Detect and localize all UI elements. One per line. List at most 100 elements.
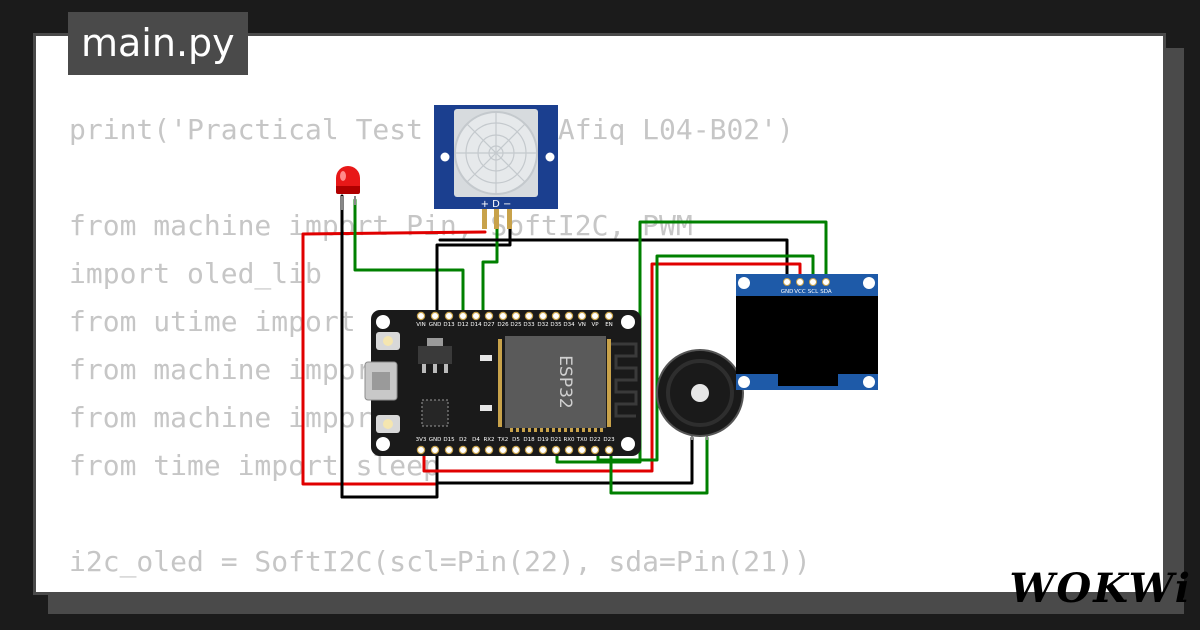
oled-mount-hole xyxy=(738,376,750,388)
esp32-module xyxy=(505,336,606,428)
esp32-pin-label: D5 xyxy=(512,437,520,443)
wire-oled-scl xyxy=(596,254,815,462)
esp32-pin-header[interactable] xyxy=(444,445,454,455)
esp32-pin-label: D2 xyxy=(459,437,467,443)
reset-button[interactable] xyxy=(376,415,400,433)
oled-pin-label: SDA xyxy=(820,289,832,295)
esp32-pin-header[interactable] xyxy=(577,311,587,321)
oled-mount-hole xyxy=(738,277,750,289)
oled-mount-hole xyxy=(863,376,875,388)
esp32-pin-header[interactable] xyxy=(458,445,468,455)
esp32-pin-header[interactable] xyxy=(471,445,481,455)
esp32-pin-header[interactable] xyxy=(551,311,561,321)
esp32-pin-label: D4 xyxy=(472,437,480,443)
esp32-pin-header[interactable] xyxy=(604,445,614,455)
regulator-pins xyxy=(422,364,448,373)
esp32-pin-header[interactable] xyxy=(577,445,587,455)
esp32-pin-header[interactable] xyxy=(484,311,494,321)
esp32-pin-label: D14 xyxy=(470,322,482,328)
module-pad xyxy=(582,428,585,432)
led-dome xyxy=(336,166,360,186)
oled-mount-hole xyxy=(863,277,875,289)
file-tab[interactable]: main.py xyxy=(68,12,248,75)
esp32-pin-header[interactable] xyxy=(458,311,468,321)
esp32-pin-header[interactable] xyxy=(538,445,548,455)
module-pad xyxy=(570,428,573,432)
module-pad xyxy=(564,428,567,432)
esp32-pin-header[interactable] xyxy=(471,311,481,321)
module-pad xyxy=(558,428,561,432)
pir-sensor[interactable]: + D − xyxy=(434,105,558,229)
usb-uart-chip xyxy=(421,399,449,427)
esp32-pin-header[interactable] xyxy=(430,445,440,455)
wire-buzzer-green xyxy=(609,436,709,495)
wire-led-black xyxy=(340,449,439,499)
oled-pin xyxy=(809,278,817,286)
led-component[interactable] xyxy=(336,166,360,210)
oled-pin-label: GND xyxy=(781,289,794,295)
module-pad xyxy=(522,428,525,432)
pir-mount-hole xyxy=(440,152,450,162)
esp32-pin-header[interactable] xyxy=(444,311,454,321)
esp32-pin-header[interactable] xyxy=(538,311,548,321)
esp32-pin-label: D35 xyxy=(550,322,562,328)
module-pad xyxy=(534,428,537,432)
module-pad xyxy=(528,428,531,432)
led-base xyxy=(336,184,360,194)
esp32-pin-label: D34 xyxy=(563,322,575,328)
esp32-pin-header[interactable] xyxy=(551,445,561,455)
oled-screen xyxy=(736,296,878,374)
esp32-pin-header[interactable] xyxy=(564,311,574,321)
oled-pin-label: VCC xyxy=(794,289,806,295)
esp32-pin-header[interactable] xyxy=(498,311,508,321)
esp32-pin-label: D33 xyxy=(523,322,535,328)
boot-button[interactable] xyxy=(376,332,400,350)
oled-pin xyxy=(783,278,791,286)
buzzer-component[interactable] xyxy=(656,349,744,440)
led-highlight xyxy=(340,171,346,181)
esp32-pin-label: D25 xyxy=(510,322,522,328)
esp32-chip-label: ESP32 xyxy=(555,355,575,408)
esp32-pin-label: 3V3 xyxy=(416,437,427,443)
code-line: from machine import Pin, SoftI2C, PWM xyxy=(69,209,693,242)
module-pad xyxy=(594,428,597,432)
esp32-pin-header[interactable] xyxy=(511,445,521,455)
module-pad xyxy=(576,428,579,432)
esp32-pin-label: D21 xyxy=(550,437,561,443)
oled-pin-label: SCL xyxy=(808,289,819,295)
antenna-trace xyxy=(611,342,638,418)
wire-buzzer-black xyxy=(435,436,694,485)
esp32-pin-label: D15 xyxy=(443,437,455,443)
esp32-pin-label: TX2 xyxy=(497,437,509,443)
esp32-mount-hole xyxy=(621,437,635,451)
module-pad xyxy=(540,428,543,432)
voltage-regulator xyxy=(418,346,452,364)
module-pad xyxy=(552,428,555,432)
esp32-pin-label: D19 xyxy=(537,437,549,443)
esp32-board[interactable]: VIN GND D13 D12 D14 D27 D26 D25 D33 D32 … xyxy=(364,310,641,456)
esp32-pin-header[interactable] xyxy=(498,445,508,455)
esp32-pin-header[interactable] xyxy=(524,311,534,321)
esp32-pin-header[interactable] xyxy=(416,445,426,455)
esp32-pin-header[interactable] xyxy=(511,311,521,321)
esp32-pin-header[interactable] xyxy=(590,311,600,321)
esp32-pin-header[interactable] xyxy=(564,445,574,455)
esp32-pin-label: D18 xyxy=(523,437,535,443)
esp32-pin-header[interactable] xyxy=(484,445,494,455)
esp32-pin-label: VN xyxy=(578,322,586,328)
regulator-tab xyxy=(427,338,443,346)
esp32-pin-header[interactable] xyxy=(430,311,440,321)
esp32-pin-label: D26 xyxy=(497,322,509,328)
esp32-pin-header[interactable] xyxy=(604,311,614,321)
esp32-pin-label: D13 xyxy=(443,322,455,328)
esp32-pin-label: D32 xyxy=(537,322,548,328)
esp32-pin-header[interactable] xyxy=(590,445,600,455)
esp32-pin-header[interactable] xyxy=(416,311,426,321)
esp32-pin-label: RX0 xyxy=(563,437,575,443)
code-line: i2c_oled = SoftI2C(scl=Pin(22), sda=Pin(… xyxy=(69,545,811,578)
esp32-pin-header[interactable] xyxy=(524,445,534,455)
oled-display[interactable]: GND VCC SCL SDA xyxy=(736,274,878,390)
esp32-pin-label: EN xyxy=(605,322,613,328)
wire-oled-vcc xyxy=(422,262,802,473)
